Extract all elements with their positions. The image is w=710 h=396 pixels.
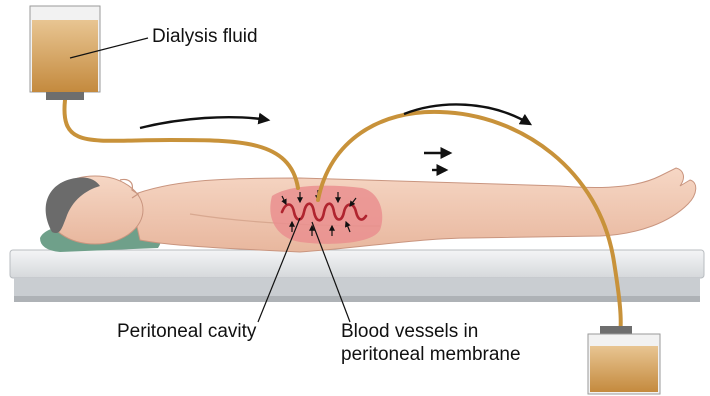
blood-vessels-label-line1: Blood vessels in (341, 320, 521, 343)
peritoneal-cavity-label: Peritoneal cavity (117, 320, 256, 343)
peritoneal-cavity-region (270, 186, 382, 244)
blood-vessels-label: Blood vessels in peritoneal membrane (341, 320, 521, 366)
table (10, 250, 704, 302)
blood-vessels-label-line2: peritoneal membrane (341, 343, 521, 366)
collection-bag (588, 326, 660, 394)
dialysis-fluid-label: Dialysis fluid (152, 25, 258, 48)
